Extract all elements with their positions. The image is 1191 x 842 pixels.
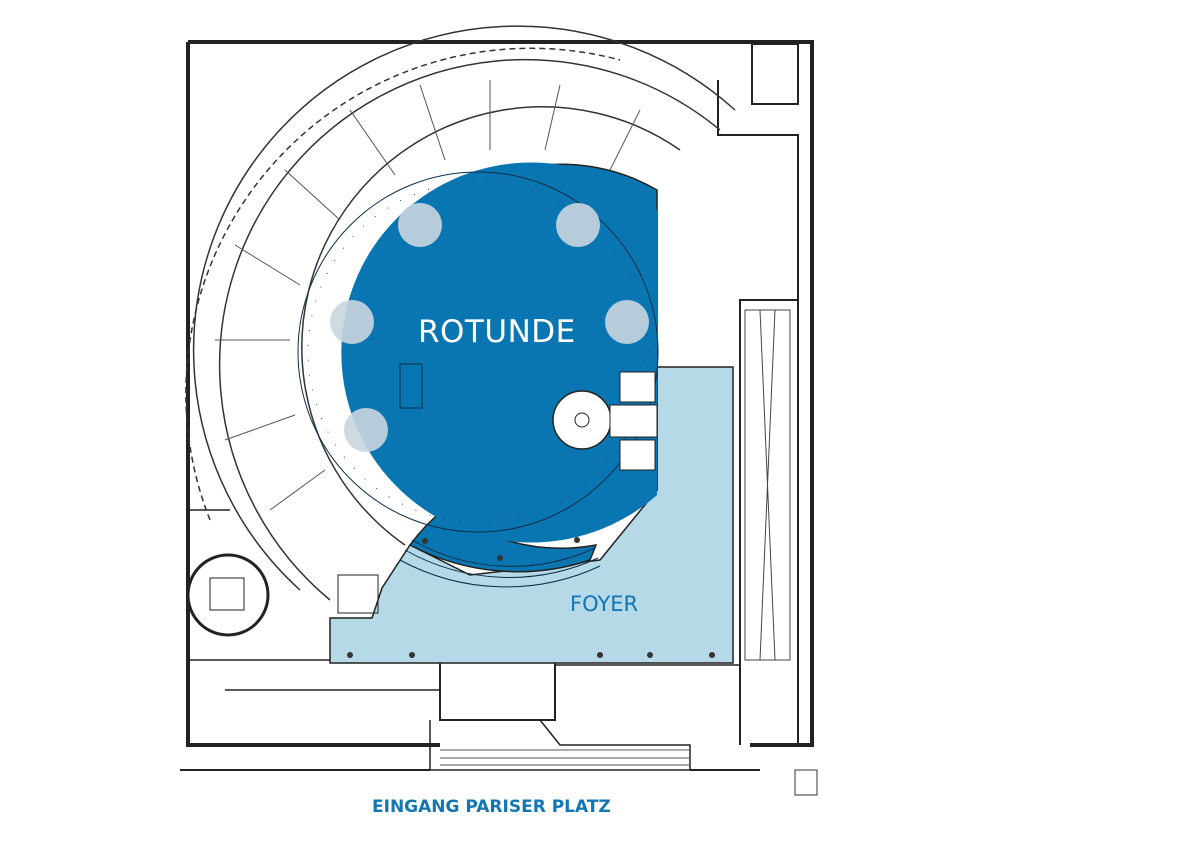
trees <box>330 203 649 452</box>
foyer-area <box>329 366 734 664</box>
stairs-left <box>186 553 379 637</box>
ring-corridor <box>185 25 736 601</box>
room-label-rotunde: ROTUNDE <box>418 314 576 350</box>
grate <box>794 769 818 796</box>
elevator-shaft <box>744 309 791 661</box>
rotunde-area <box>297 162 659 588</box>
spiral-stair <box>552 371 658 471</box>
entrance-label: EINGANG PARISER PLATZ <box>372 797 611 817</box>
columns <box>347 537 715 658</box>
room-label-foyer: FOYER <box>570 592 639 616</box>
ring-partitions <box>215 80 641 511</box>
entrance-steps <box>440 749 690 766</box>
